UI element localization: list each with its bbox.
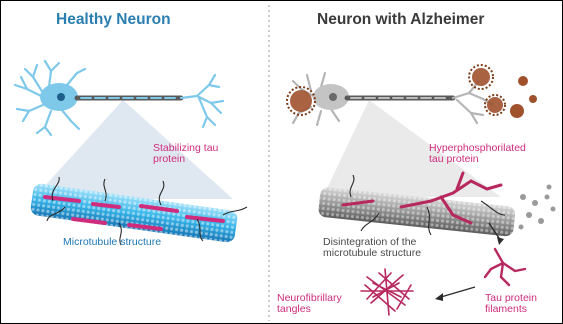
disintegration-label: Disintegration of the microtubule struct… [323,237,421,259]
neurofibrillary-tangle-icon [361,269,413,315]
healthy-title: Healthy Neuron [56,12,171,28]
stabilizing-tau-label: Stabilizing tau protein [153,143,218,165]
loose-subunits [519,185,556,230]
alzheimer-neuron [293,73,493,125]
arrow-to-tangles [441,287,475,297]
alzheimer-title: Neuron with Alzheimer [317,12,484,28]
tau-filament-icon [485,249,525,285]
tau-protein-filaments-label: Tau protein filaments [485,293,537,315]
microtubule-structure-label: Microtubule structure [63,237,161,248]
hyperphosphorilated-tau-label: Hyperphosphorilated tau protein [429,143,526,165]
neurofibrillary-tangles-label: Neurofibrillary tangles [277,293,342,315]
